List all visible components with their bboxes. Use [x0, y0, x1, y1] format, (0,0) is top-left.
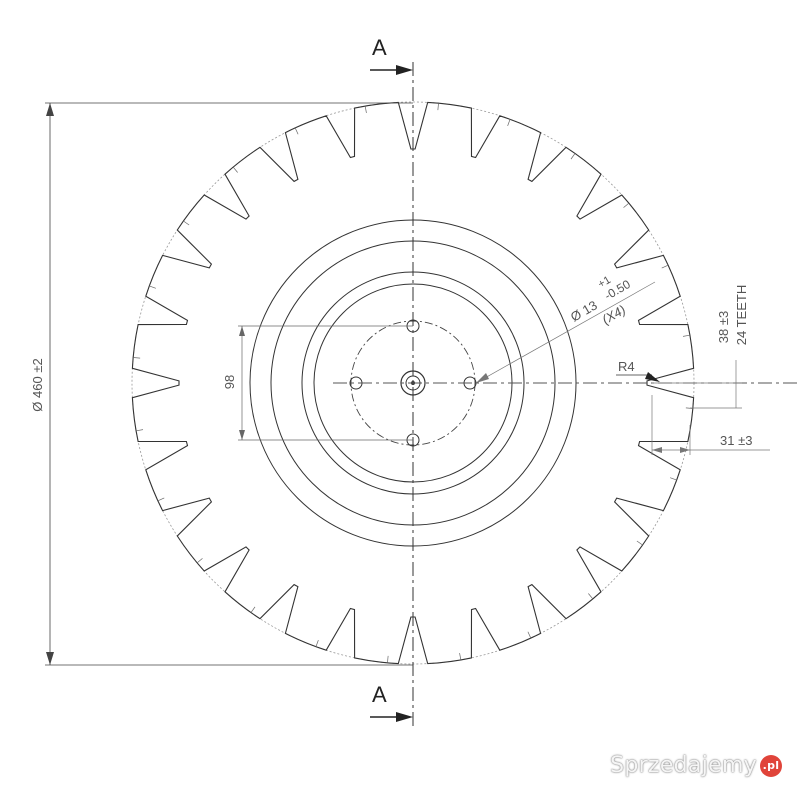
hole-spacing-arrow-bottom: [239, 430, 245, 440]
teeth-count-note: 24 TEETH: [734, 285, 749, 345]
site-watermark: Sprzedajemy.pl: [610, 753, 782, 778]
hole-leader-arrow: [476, 373, 489, 383]
tooth-edge-tick: [387, 655, 389, 663]
tooth-edge-tick: [133, 357, 141, 359]
hole-leader-line: [475, 281, 656, 384]
tooth-edge-tick: [507, 119, 511, 126]
tooth-edge-tick: [196, 558, 203, 564]
tooth-width-arrow-left: [652, 447, 662, 453]
hole-diameter-dimension: Ø 13: [568, 298, 600, 325]
r4-arrow: [645, 372, 660, 382]
tooth-edge-tick: [364, 106, 367, 114]
tooth-edge-tick: [570, 153, 576, 160]
dim-arrow-bottom: [46, 652, 54, 665]
disc-geometry: [45, 62, 800, 730]
tooth-edge-tick: [149, 285, 156, 289]
tooth-edge-tick: [623, 202, 630, 208]
tooth-edge-tick: [294, 127, 299, 135]
tooth-edge-tick: [661, 264, 669, 269]
section-label-bottom: A: [372, 682, 387, 707]
tooth-height-dimension: 38 ±3: [716, 311, 731, 343]
hole-spacing-arrow-top: [239, 326, 245, 336]
watermark-badge: .pl: [760, 754, 782, 777]
tooth-edge-tick: [636, 540, 643, 546]
section-arrow-top-head: [396, 65, 413, 75]
hole-diameter-callout: Ø 13 +1 -0.50 (X4): [568, 274, 633, 327]
section-arrow-bottom-head: [396, 712, 413, 722]
hole-count-note: (X4): [599, 302, 628, 327]
outer-diameter-dimension: Ø 460 ±2: [30, 358, 45, 411]
dim-arrow-top: [46, 103, 54, 116]
tooth-edge-tick: [157, 497, 165, 502]
tooth-radius-dimension: R4: [618, 359, 635, 374]
toothed-outline: [131, 101, 695, 665]
section-label-top: A: [372, 35, 387, 60]
tooth-edge-tick: [588, 593, 594, 600]
tooth-edge-tick: [136, 429, 144, 432]
tooth-edge-tick: [682, 334, 690, 337]
tooth-edge-tick: [250, 606, 256, 613]
tooth-width-arrow-right: [680, 447, 690, 453]
tooth-edge-tick: [459, 652, 462, 660]
tooth-edge-tick: [315, 640, 319, 647]
hole-tolerance-upper: +1: [596, 274, 613, 291]
tooth-edge-tick: [670, 477, 677, 481]
tooth-edge-tick: [183, 220, 190, 226]
hole-spacing-dimension: 98: [222, 375, 237, 389]
tooth-width-dimension: 31 ±3: [720, 433, 752, 448]
watermark-text: Sprzedajemy: [610, 753, 757, 778]
tooth-edge-tick: [527, 631, 532, 639]
tooth-edge-tick: [232, 166, 238, 173]
tooth-edge-tick: [685, 407, 693, 409]
tooth-edge-tick: [437, 103, 439, 111]
